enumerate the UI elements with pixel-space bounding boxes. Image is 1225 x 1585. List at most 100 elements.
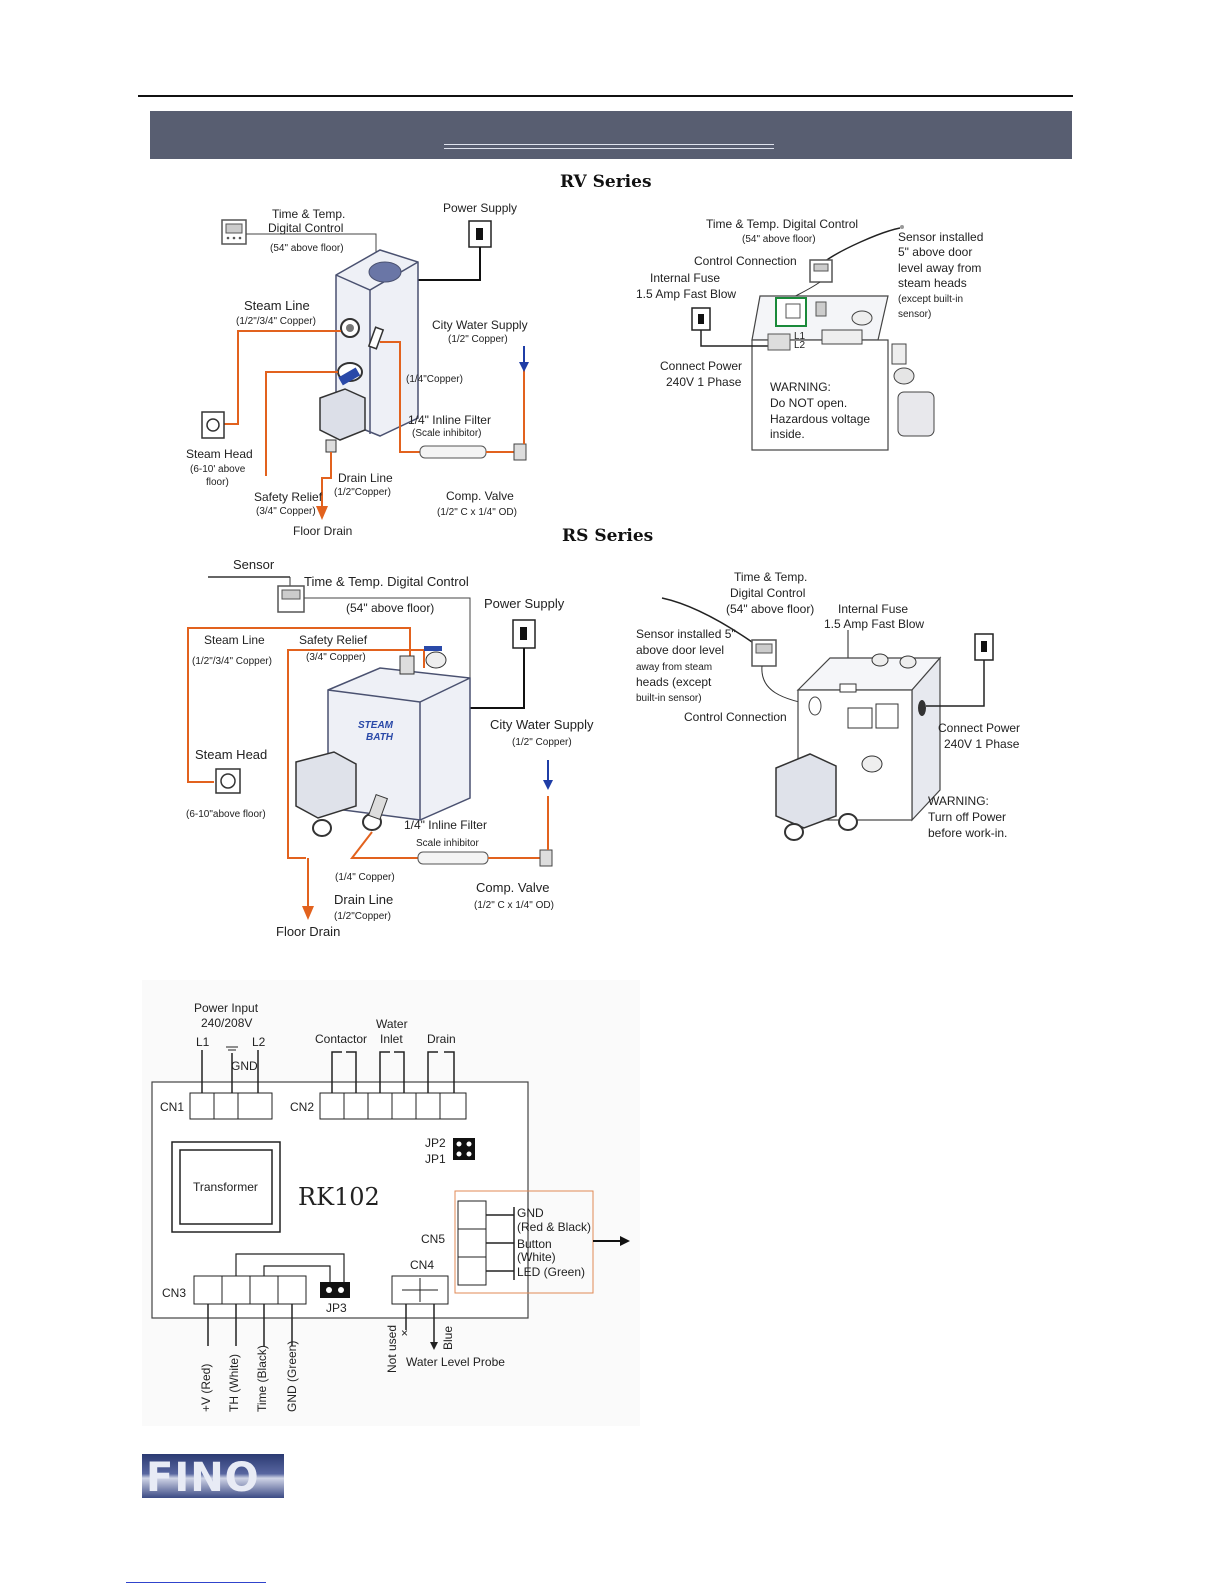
rs-right-sensor-4-label: heads (except [636, 675, 712, 689]
rs-left-safety-spec-label: (3/4" Copper) [306, 652, 366, 663]
arrow-right-icon [620, 1236, 630, 1246]
rv-right-sensor-5-label: (except built-in [898, 294, 963, 305]
rv-right-diagram: Time & Temp. Digital Control (54" above … [636, 217, 983, 451]
rv-right-warning-2-label: Do NOT open. [770, 396, 847, 410]
pcb-l2-label: L2 [252, 1035, 266, 1049]
pcb-cn2-label: CN2 [290, 1100, 314, 1114]
rs-left-city-water-label: City Water Supply [490, 717, 594, 732]
pcb-wiring-diagram: Power Input 240/208V L1 L2 GND CN1 CN2 C… [142, 980, 640, 1426]
rv-right-fuse-1-label: Internal Fuse [650, 271, 720, 285]
rs-right-sensor-1-label: Sensor installed 5" [636, 627, 736, 641]
pcb-gnd-wire-sub-label: (Red & Black) [517, 1220, 591, 1234]
pcb-cn1-label: CN1 [160, 1100, 184, 1114]
pcb-blue-label: Blue [441, 1326, 455, 1350]
pcb-w2-label: TH (White) [227, 1354, 241, 1412]
rv-right-sensor-6-label: sensor) [898, 309, 931, 320]
rs-right-fuse-1-label: Internal Fuse [838, 602, 908, 616]
rv-left-drain-spec-label: (1/2"Copper) [334, 487, 391, 498]
rs-right-warning-1-label: WARNING: [928, 794, 989, 808]
rs-left-steam-line-label: Steam Line [204, 633, 265, 647]
pcb-model-label: RK102 [298, 1183, 380, 1211]
rs-left-brand-2-label: BATH [366, 732, 394, 743]
rs-left-filter-sub-label: Scale inhibitor [416, 838, 479, 849]
pcb-voltage-label: 240/208V [201, 1016, 252, 1030]
pcb-water-label: Water [376, 1017, 408, 1031]
rv-left-safety-spec-label: (3/4" Copper) [256, 506, 316, 517]
rs-right-sensor-3-label: away from steam [636, 662, 712, 673]
rv-left-control-height-label: (54" above floor) [270, 243, 344, 254]
rs-left-copper-quarter-label: (1/4" Copper) [335, 872, 395, 883]
rv-left-drain-line-label: Drain Line [338, 471, 393, 485]
rs-right-fuse-2-label: 1.5 Amp Fast Blow [824, 617, 924, 631]
rv-right-warning-4-label: inside. [770, 427, 805, 441]
rs-left-brand-1-label: STEAM [358, 720, 394, 731]
pcb-probe-label: Water Level Probe [406, 1355, 505, 1369]
steam-head-icon [201, 411, 225, 439]
pcb-gnd-wire-label: GND [517, 1206, 544, 1220]
rs-left-filter-label: 1/4" Inline Filter [404, 818, 487, 832]
control-panel-icon [221, 219, 247, 245]
pcb-gnd-label: GND [231, 1059, 258, 1073]
rs-left-comp-spec-label: (1/2" C x 1/4" OD) [474, 900, 554, 911]
rv-right-warning-3-label: Hazardous voltage [770, 412, 870, 426]
banner-underline [444, 144, 774, 149]
pcb-l1-label: L1 [196, 1035, 210, 1049]
svg-text:×: × [401, 1326, 408, 1340]
rv-left-steam-head-h2-label: floor) [206, 477, 229, 488]
rv-right-l2-label: L2 [794, 340, 806, 351]
rs-left-city-water-spec-label: (1/2" Copper) [512, 737, 572, 748]
rs-right-connect-power-label: Connect Power [938, 721, 1020, 735]
rs-left-comp-valve-label: Comp. Valve [476, 880, 549, 895]
rv-left-city-water-label: City Water Supply [432, 318, 528, 332]
rv-right-phase-label: 240V 1 Phase [666, 375, 742, 389]
rv-left-comp-spec-label: (1/2" C x 1/4" OD) [437, 507, 517, 518]
rs-left-power-supply-label: Power Supply [484, 596, 565, 611]
steam-head-icon [215, 768, 241, 794]
rv-left-filter-sub-label: (Scale inhibitor) [412, 428, 481, 439]
pcb-inlet-label: Inlet [380, 1032, 403, 1046]
rs-left-sensor-label: Sensor [233, 557, 275, 572]
rv-right-fuse-2-label: 1.5 Amp Fast Blow [636, 287, 736, 301]
pcb-cn5-label: CN5 [421, 1232, 445, 1246]
rs-left-diagram: Sensor Time & Temp. Digital Control (54"… [186, 557, 594, 939]
header-rule [138, 95, 1073, 97]
rv-left-control-title-1-label: Time & Temp. [272, 207, 345, 221]
rv-left-power-supply-label: Power Supply [443, 201, 517, 215]
rs-right-phase-label: 240V 1 Phase [944, 737, 1020, 751]
rv-left-copper-quarter-label: (1/4"Copper) [406, 374, 463, 385]
rv-right-control-title-label: Time & Temp. Digital Control [706, 217, 858, 231]
rv-left-diagram: Time & Temp. Digital Control (54" above … [186, 201, 529, 538]
rs-left-drain-spec-label: (1/2"Copper) [334, 911, 391, 922]
rv-left-safety-relief-label: Safety Relief [254, 490, 323, 504]
rs-right-diagram: Time & Temp. Digital Control (54" above … [636, 570, 1020, 841]
rv-right-sensor-1-label: Sensor installed [898, 230, 983, 244]
pcb-contactor-label: Contactor [315, 1032, 367, 1046]
rs-right-sensor-2-label: above door level [636, 643, 724, 657]
pcb-drain-label: Drain [427, 1032, 456, 1046]
pcb-not-used-label: Not used [385, 1325, 399, 1373]
pcb-button-label: Button [517, 1237, 552, 1251]
rv-cabinet [751, 339, 889, 451]
rv-series-title: RV Series [560, 172, 652, 192]
pcb-cn3-label: CN3 [162, 1286, 186, 1300]
pcb-w3-label: Time (Black) [255, 1345, 269, 1412]
pcb-w4-label: GND (Green) [285, 1341, 299, 1412]
rs-right-control-1-label: Time & Temp. [734, 570, 807, 584]
rv-left-control-title-2-label: Digital Control [268, 221, 343, 235]
rs-right-control-connection-label: Control Connection [684, 710, 787, 724]
rs-series-title: RS Series [562, 526, 654, 546]
rv-left-city-water-spec-label: (1/2" Copper) [448, 334, 508, 345]
rs-right-control-height-label: (54" above floor) [726, 602, 814, 616]
rv-right-connect-power-label: Connect Power [660, 359, 742, 373]
rv-right-control-height-label: (54" above floor) [742, 234, 816, 245]
rv-left-steam-head-label: Steam Head [186, 447, 253, 461]
rv-left-filter-label: 1/4" Inline Filter [408, 413, 491, 427]
rv-right-sensor-3-label: level away from [898, 261, 981, 275]
rs-left-drain-line-label: Drain Line [334, 892, 393, 907]
rs-left-control-label: Time & Temp. Digital Control [304, 574, 469, 589]
pcb-power-input-label: Power Input [194, 1001, 259, 1015]
rv-right-control-connection-label: Control Connection [694, 254, 797, 268]
rs-right-sensor-5-label: built-in sensor) [636, 693, 702, 704]
rs-left-floor-drain-label: Floor Drain [276, 924, 340, 939]
